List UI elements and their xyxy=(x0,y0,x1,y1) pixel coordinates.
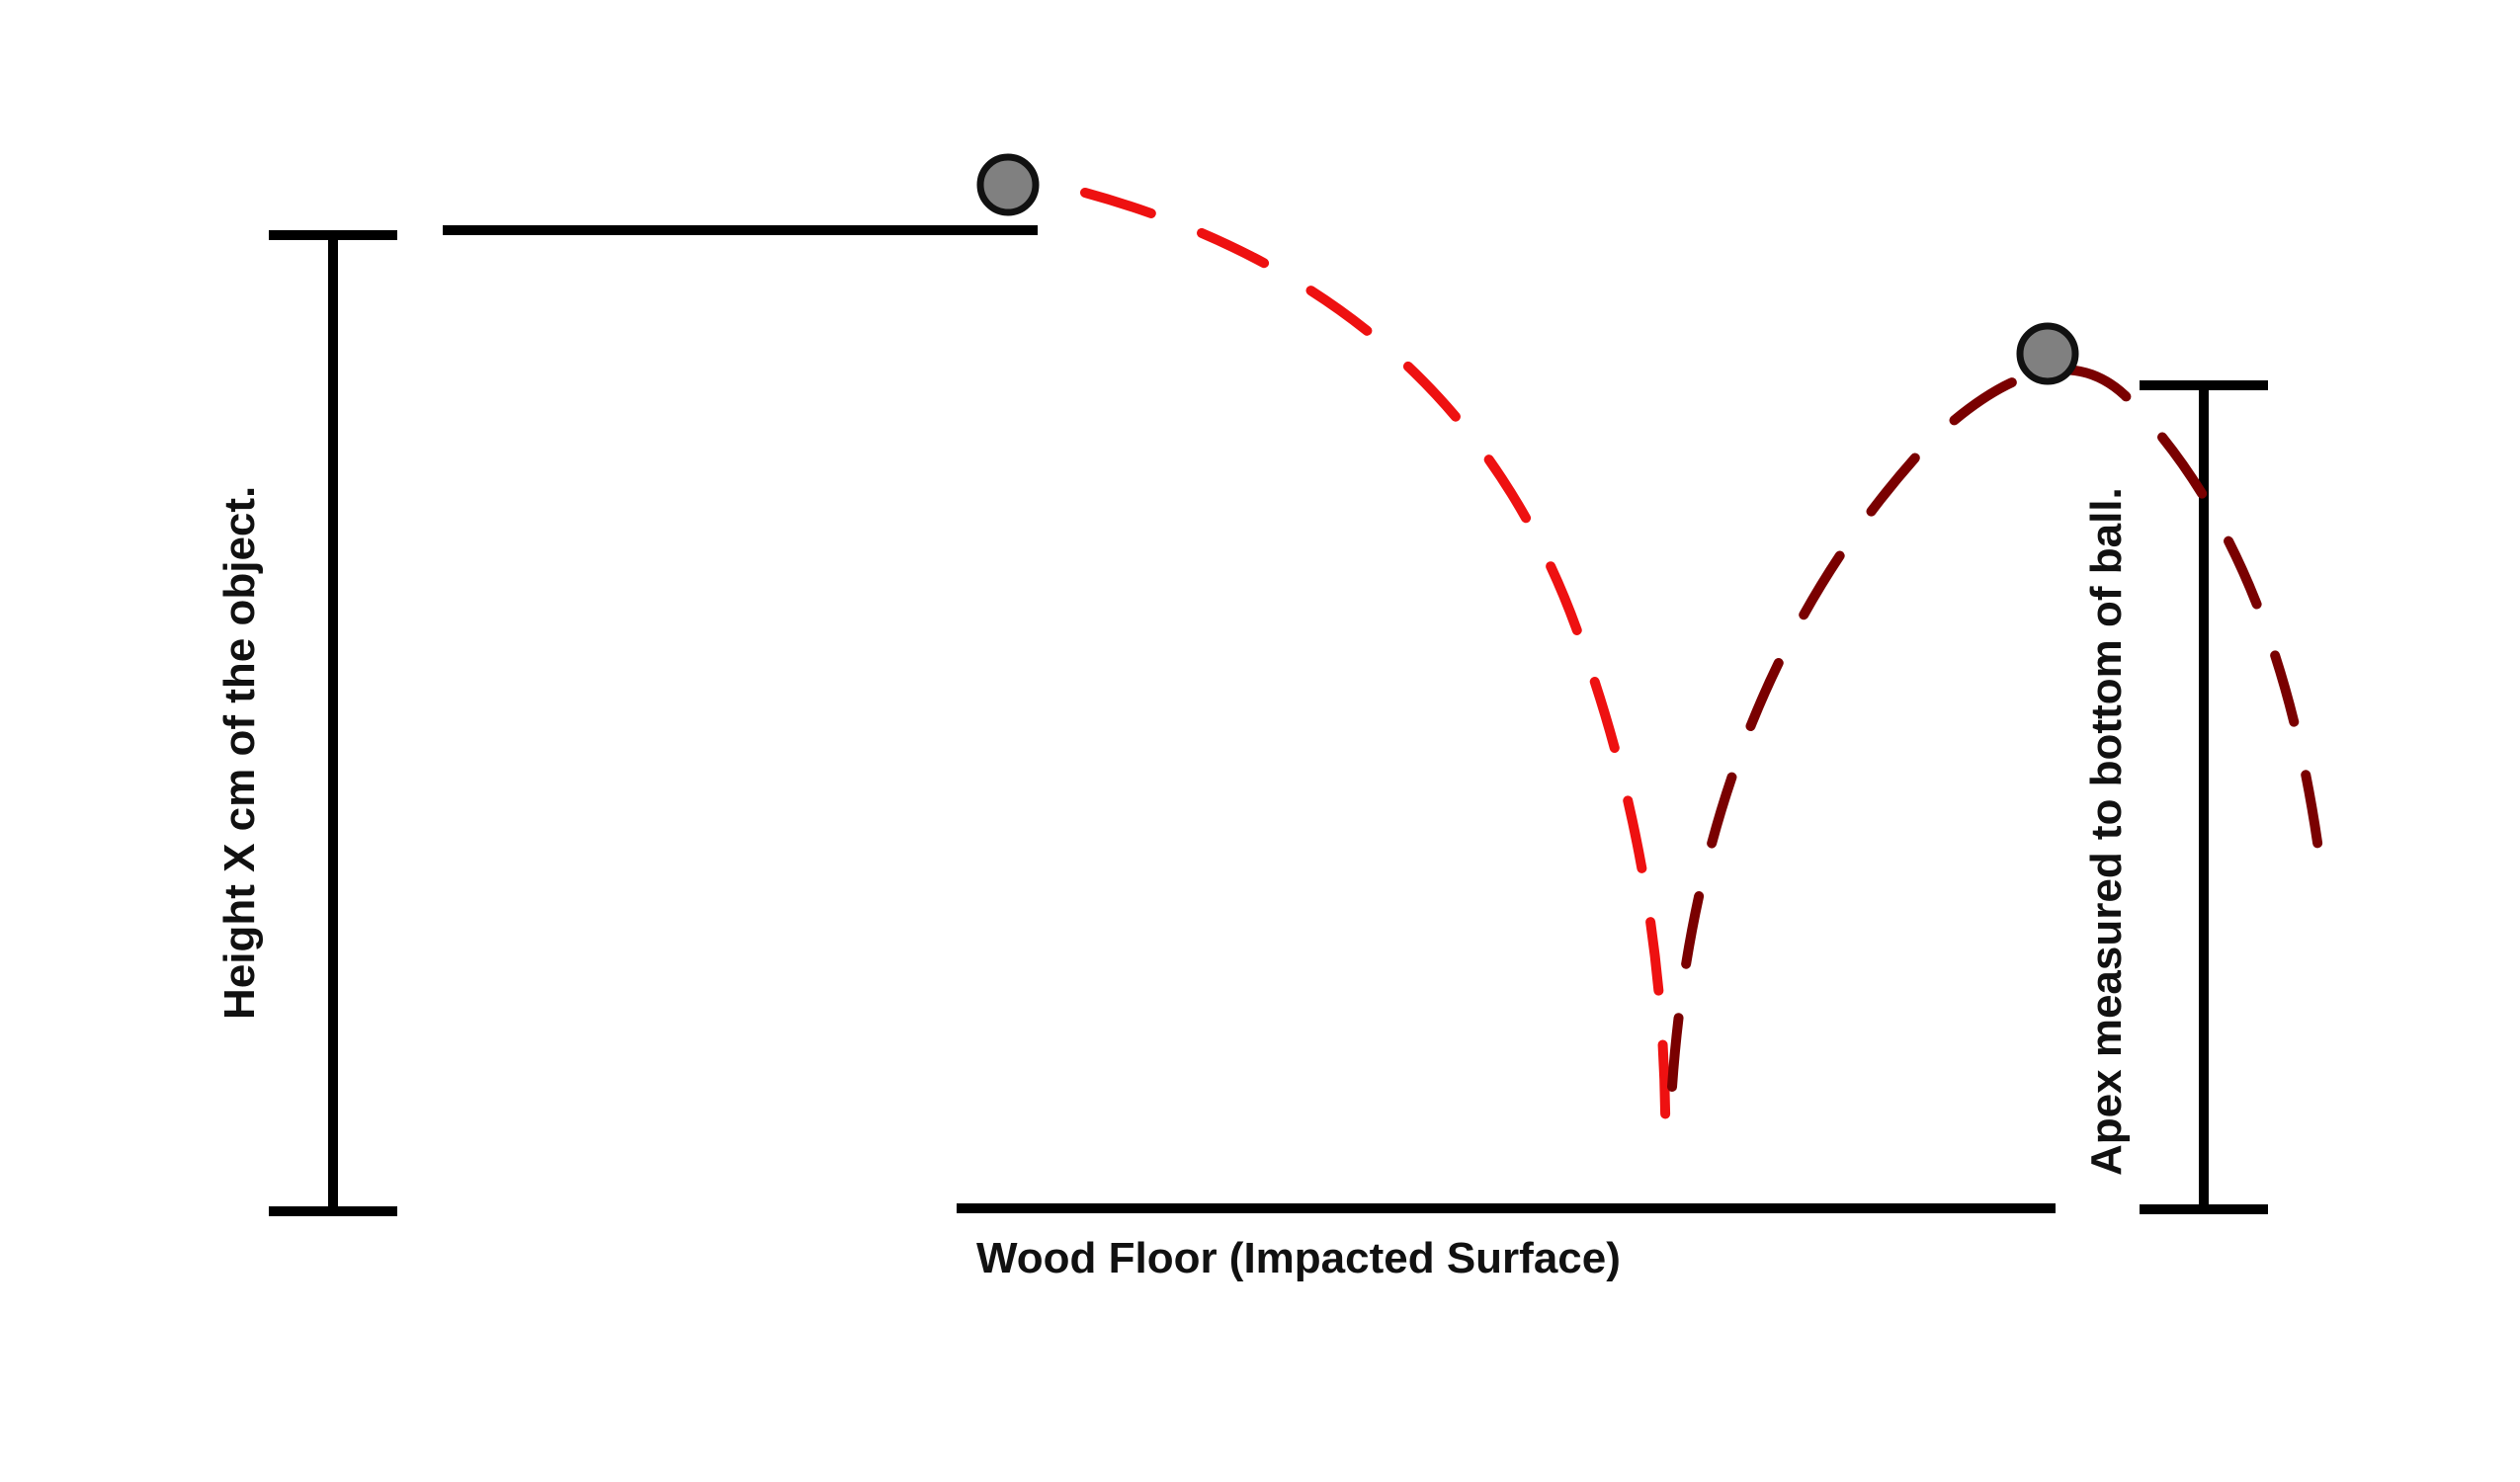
height-label: Height X cm of the object. xyxy=(215,485,264,1020)
floor-label: Wood Floor (Impacted Surface) xyxy=(976,1234,1621,1282)
apex-bracket xyxy=(2140,380,2268,1214)
bounce-trajectory xyxy=(1667,365,2327,1092)
gray-ball-icon xyxy=(2016,322,2079,385)
gray-ball-icon xyxy=(976,153,1040,216)
drop-trajectory xyxy=(1080,188,1671,1171)
apex-label: Apex measured to bottom of ball. xyxy=(2082,487,2131,1176)
height-bracket xyxy=(269,230,397,1216)
